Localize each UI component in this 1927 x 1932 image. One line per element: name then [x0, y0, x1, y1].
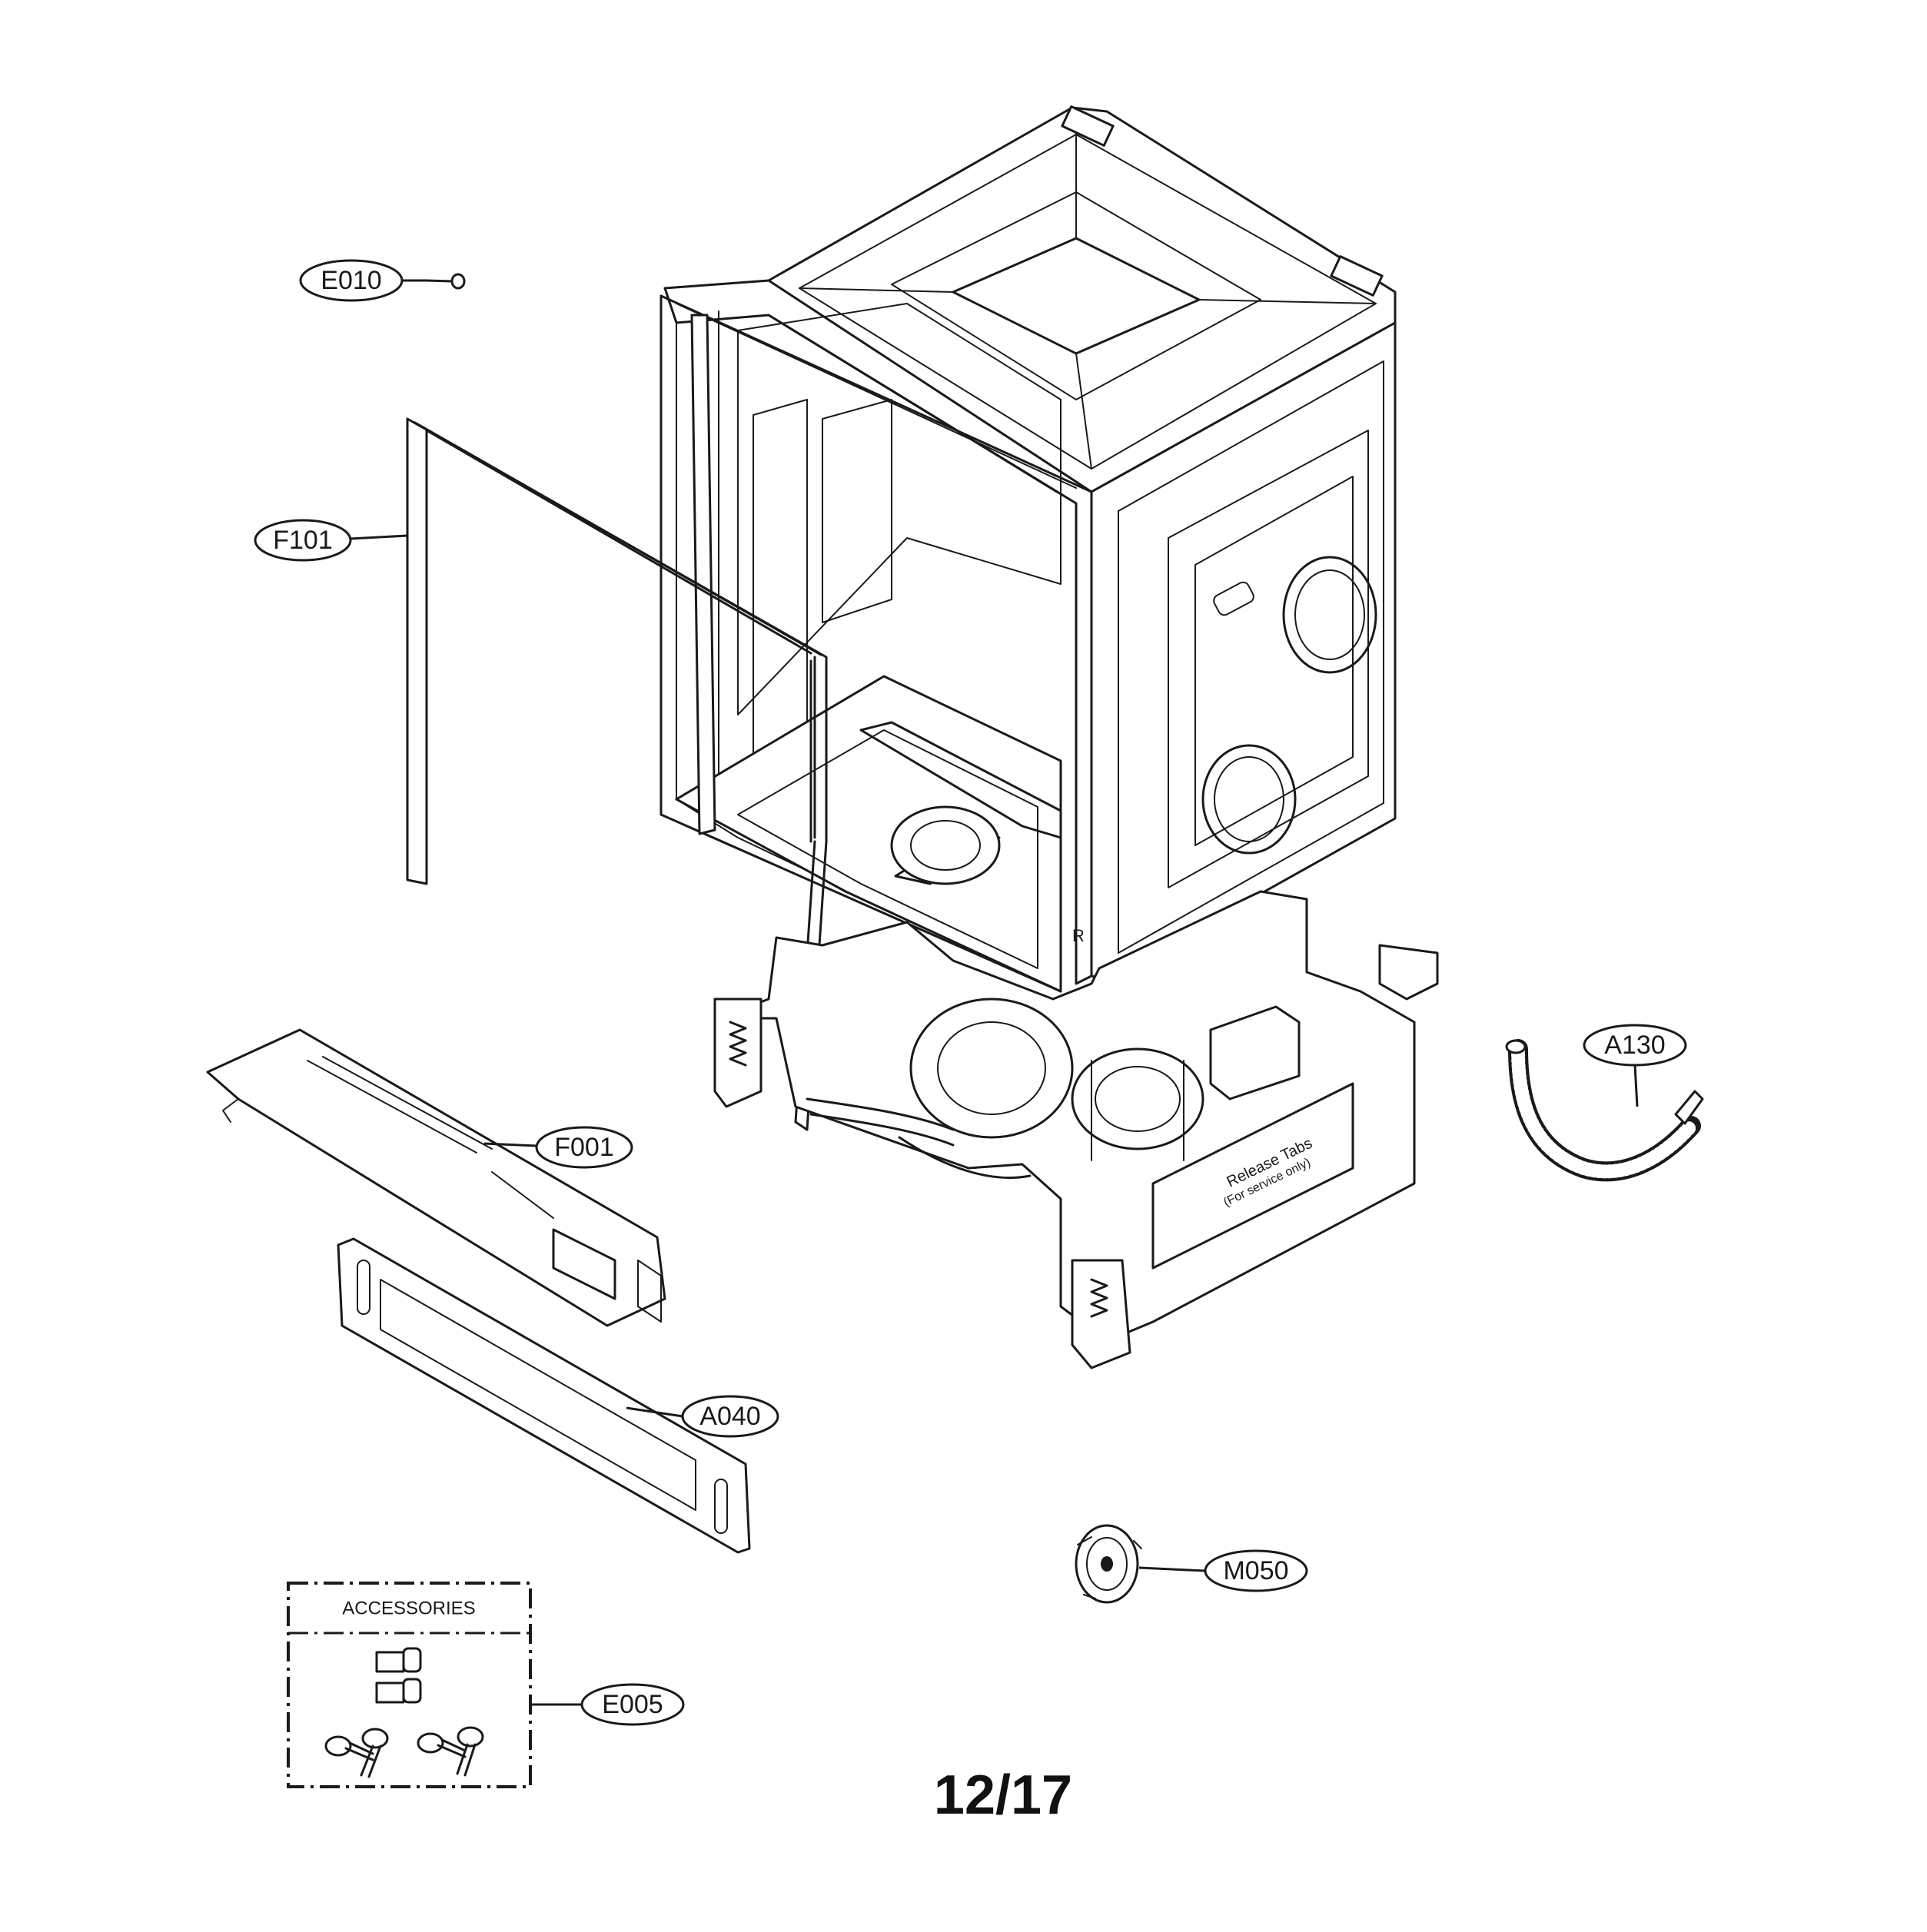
tub-assembly: R	[659, 105, 1397, 993]
part-f001-bracket	[206, 1028, 666, 1327]
accessories-box: ACCESSORIES	[287, 1582, 532, 1788]
callout-f001-label: F001	[554, 1133, 614, 1162]
callout-f101: F101	[254, 519, 408, 562]
callout-e005: E005	[530, 1683, 685, 1726]
part-a040-toekick	[337, 1237, 751, 1554]
callout-m050-label: M050	[1223, 1556, 1288, 1585]
callout-a040: A040	[626, 1395, 779, 1438]
callout-e005-label: E005	[602, 1690, 663, 1719]
callout-a130-label: A130	[1604, 1031, 1665, 1060]
callout-f001: F001	[483, 1126, 633, 1169]
callout-a130: A130	[1583, 1024, 1687, 1107]
part-a130-drain-hose	[1505, 1039, 1704, 1182]
part-e010	[425, 273, 466, 290]
part-m050-pump	[1075, 1524, 1142, 1604]
callout-a040-label: A040	[699, 1402, 760, 1431]
accessories-title: ACCESSORIES	[342, 1598, 475, 1619]
side-letter-r: R	[1072, 926, 1085, 945]
callout-f101-label: F101	[273, 526, 333, 555]
page-number: 12/17	[933, 1764, 1073, 1826]
base-assembly: Release Tabs (For service only)	[713, 890, 1439, 1369]
callout-e010: E010	[299, 259, 427, 302]
callout-e010-label: E010	[321, 266, 381, 295]
callout-m050: M050	[1138, 1549, 1308, 1592]
